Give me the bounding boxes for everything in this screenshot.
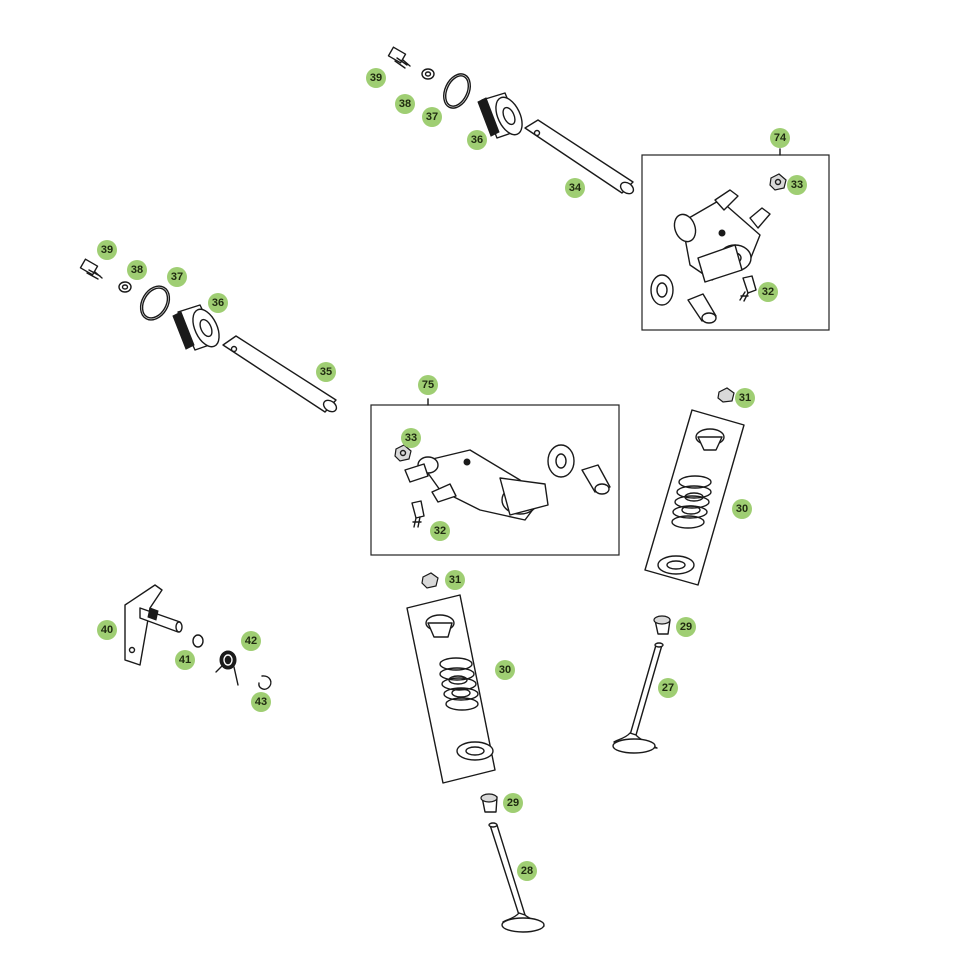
small-ring-41-part <box>192 634 204 648</box>
callout-34: 34 <box>565 178 585 198</box>
bushing-75-part <box>547 444 575 478</box>
svg-text:38: 38 <box>131 264 143 276</box>
valve-seal-29a-part <box>653 615 671 635</box>
svg-text:36: 36 <box>471 134 483 146</box>
callout-31a: 31 <box>735 388 755 408</box>
sleeve-75-part <box>581 464 611 495</box>
callout-33b: 33 <box>401 428 421 448</box>
rocker-arm-74-part <box>673 189 771 283</box>
circlip-43-part <box>258 675 272 690</box>
valve-keeper-31a-part <box>717 387 735 403</box>
svg-text:30: 30 <box>736 503 748 515</box>
svg-text:27: 27 <box>662 682 674 694</box>
callout-31b: 31 <box>445 570 465 590</box>
upper-shaft-part <box>524 119 635 195</box>
rocker-arm-kit-75-frame <box>370 404 620 556</box>
svg-text:31: 31 <box>449 574 461 586</box>
callout-39a: 39 <box>366 68 386 88</box>
svg-text:30: 30 <box>499 664 511 676</box>
valve-seal-29b-part <box>480 793 498 813</box>
left-bushing-part <box>172 304 220 351</box>
svg-text:40: 40 <box>101 624 113 636</box>
svg-text:39: 39 <box>370 72 382 84</box>
callout-43: 43 <box>251 692 271 712</box>
svg-text:37: 37 <box>426 111 438 123</box>
adjust-screw-32-part <box>739 275 757 302</box>
left-bolt-part <box>79 258 103 280</box>
sleeve-74-part <box>687 293 717 324</box>
decompression-lever-40-part <box>124 584 183 666</box>
callout-30a: 30 <box>732 499 752 519</box>
callout-32a: 32 <box>758 282 778 302</box>
callout-41: 41 <box>175 650 195 670</box>
left-o-ring-part <box>139 285 171 321</box>
upper-bushing-part <box>477 92 523 139</box>
callout-37b: 37 <box>167 267 187 287</box>
svg-text:32: 32 <box>434 525 446 537</box>
upper-bolt-part <box>387 46 411 69</box>
svg-text:37: 37 <box>171 271 183 283</box>
svg-text:34: 34 <box>569 182 582 194</box>
callout-36b: 36 <box>208 293 228 313</box>
upper-o-ring-part <box>443 73 471 109</box>
adjust-screw-32b-part <box>411 500 425 528</box>
callout-39b: 39 <box>97 240 117 260</box>
svg-text:75: 75 <box>422 379 434 391</box>
svg-text:28: 28 <box>521 865 533 877</box>
svg-text:29: 29 <box>507 797 519 809</box>
callout-36a: 36 <box>467 130 487 150</box>
svg-text:39: 39 <box>101 244 113 256</box>
callout-28: 28 <box>517 861 537 881</box>
callout-75: 75 <box>418 375 438 395</box>
svg-text:43: 43 <box>255 696 267 708</box>
svg-text:42: 42 <box>245 635 257 647</box>
svg-text:74: 74 <box>774 132 787 144</box>
svg-text:33: 33 <box>405 432 417 444</box>
rocker-arm-kit-74-frame <box>641 154 830 331</box>
callout-33a: 33 <box>787 175 807 195</box>
callout-30b: 30 <box>495 660 515 680</box>
svg-text:38: 38 <box>399 98 411 110</box>
callout-32b: 32 <box>430 521 450 541</box>
callout-37a: 37 <box>422 107 442 127</box>
svg-text:32: 32 <box>762 286 774 298</box>
callout-74: 74 <box>770 128 790 148</box>
svg-text:41: 41 <box>179 654 191 666</box>
callout-29b: 29 <box>503 793 523 813</box>
svg-text:35: 35 <box>320 366 332 378</box>
callout-38b: 38 <box>127 260 147 280</box>
left-shaft-part <box>222 335 338 413</box>
intake-valve-28-part <box>488 822 545 933</box>
nut-33-part <box>769 173 787 191</box>
callout-38a: 38 <box>395 94 415 114</box>
callout-42: 42 <box>241 631 261 651</box>
callout-29a: 29 <box>676 617 696 637</box>
upper-washer-part <box>421 68 435 80</box>
exhaust-valve-27-part <box>612 642 664 754</box>
bushing-74-part <box>650 274 674 306</box>
svg-text:31: 31 <box>739 392 751 404</box>
svg-text:33: 33 <box>791 179 803 191</box>
callout-27: 27 <box>658 678 678 698</box>
valve-keeper-31b-part <box>421 572 439 589</box>
torsion-spring-42-part <box>215 650 239 686</box>
rocker-arm-75-part <box>404 449 549 521</box>
valve-spring-set-30a-frame <box>644 409 745 586</box>
callout-35: 35 <box>316 362 336 382</box>
svg-text:29: 29 <box>680 621 692 633</box>
svg-text:36: 36 <box>212 297 224 309</box>
callout-40: 40 <box>97 620 117 640</box>
left-washer-part <box>118 281 132 293</box>
valve-spring-set-30b-frame <box>406 594 496 784</box>
